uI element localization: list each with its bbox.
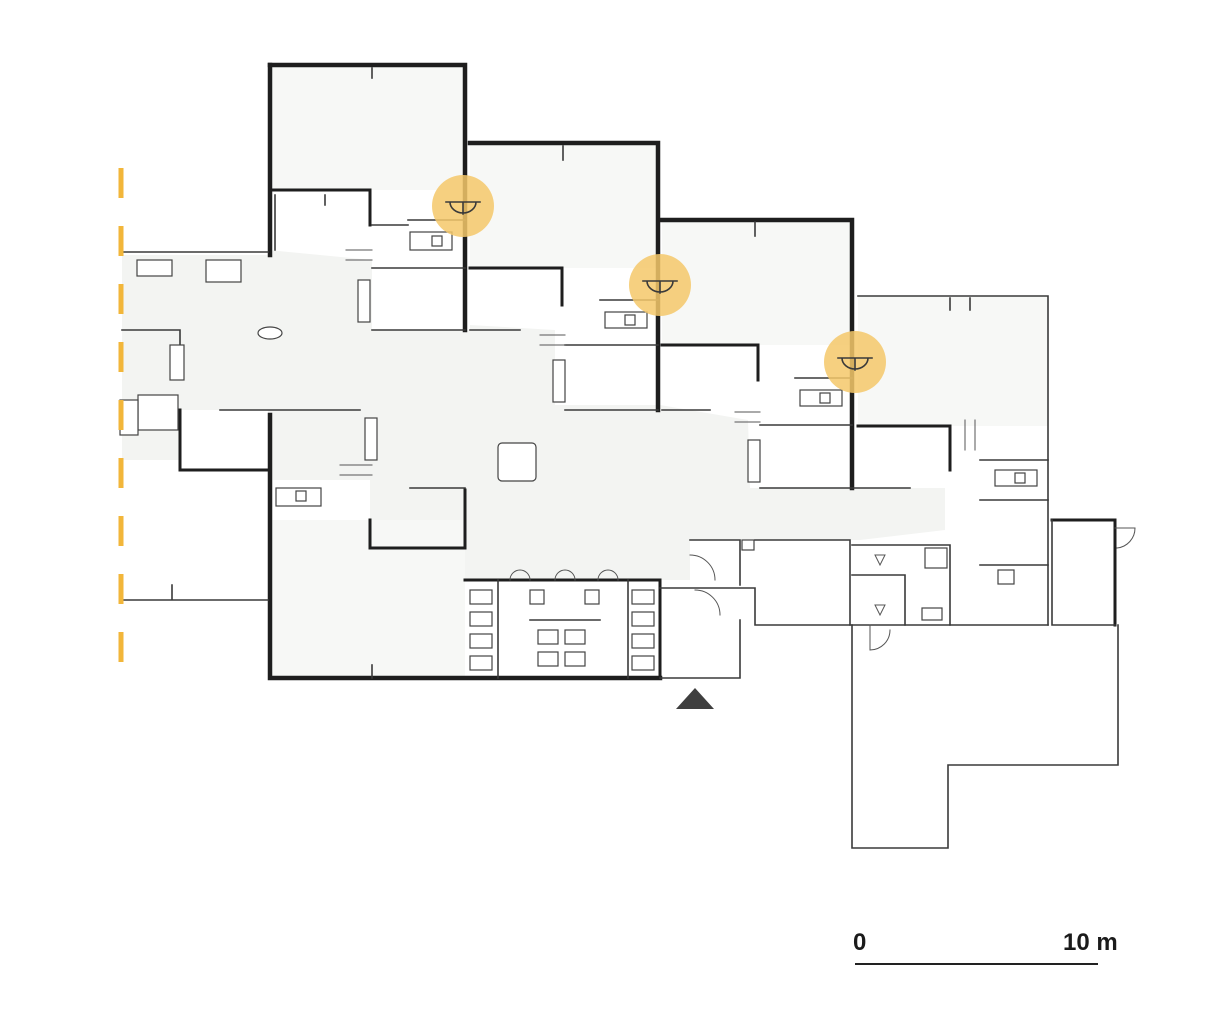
scale-bar-start-label: 0: [853, 929, 866, 956]
room-2: [467, 140, 661, 413]
highlight-marker-1: [432, 175, 494, 237]
highlight-markers: [432, 175, 886, 393]
entrance-triangle-icon: [676, 688, 714, 709]
entrance-area: [659, 539, 1049, 679]
scale-bar-end-label: 10 m: [1063, 929, 1118, 956]
room-3: [659, 217, 911, 491]
right-annex: [1050, 518, 1136, 627]
left-wing: [119, 251, 283, 601]
highlight-marker-3: [824, 331, 886, 393]
room-5: [219, 409, 663, 681]
highlight-marker-2: [629, 254, 691, 316]
terrace-outline: [851, 624, 1119, 849]
room-4: [856, 295, 1049, 626]
room-1: [267, 62, 468, 333]
central-column: [497, 442, 537, 482]
corridor-area: [122, 250, 945, 580]
toilet-block: [463, 569, 662, 680]
scale-bar: 0 10 m: [853, 929, 1118, 965]
